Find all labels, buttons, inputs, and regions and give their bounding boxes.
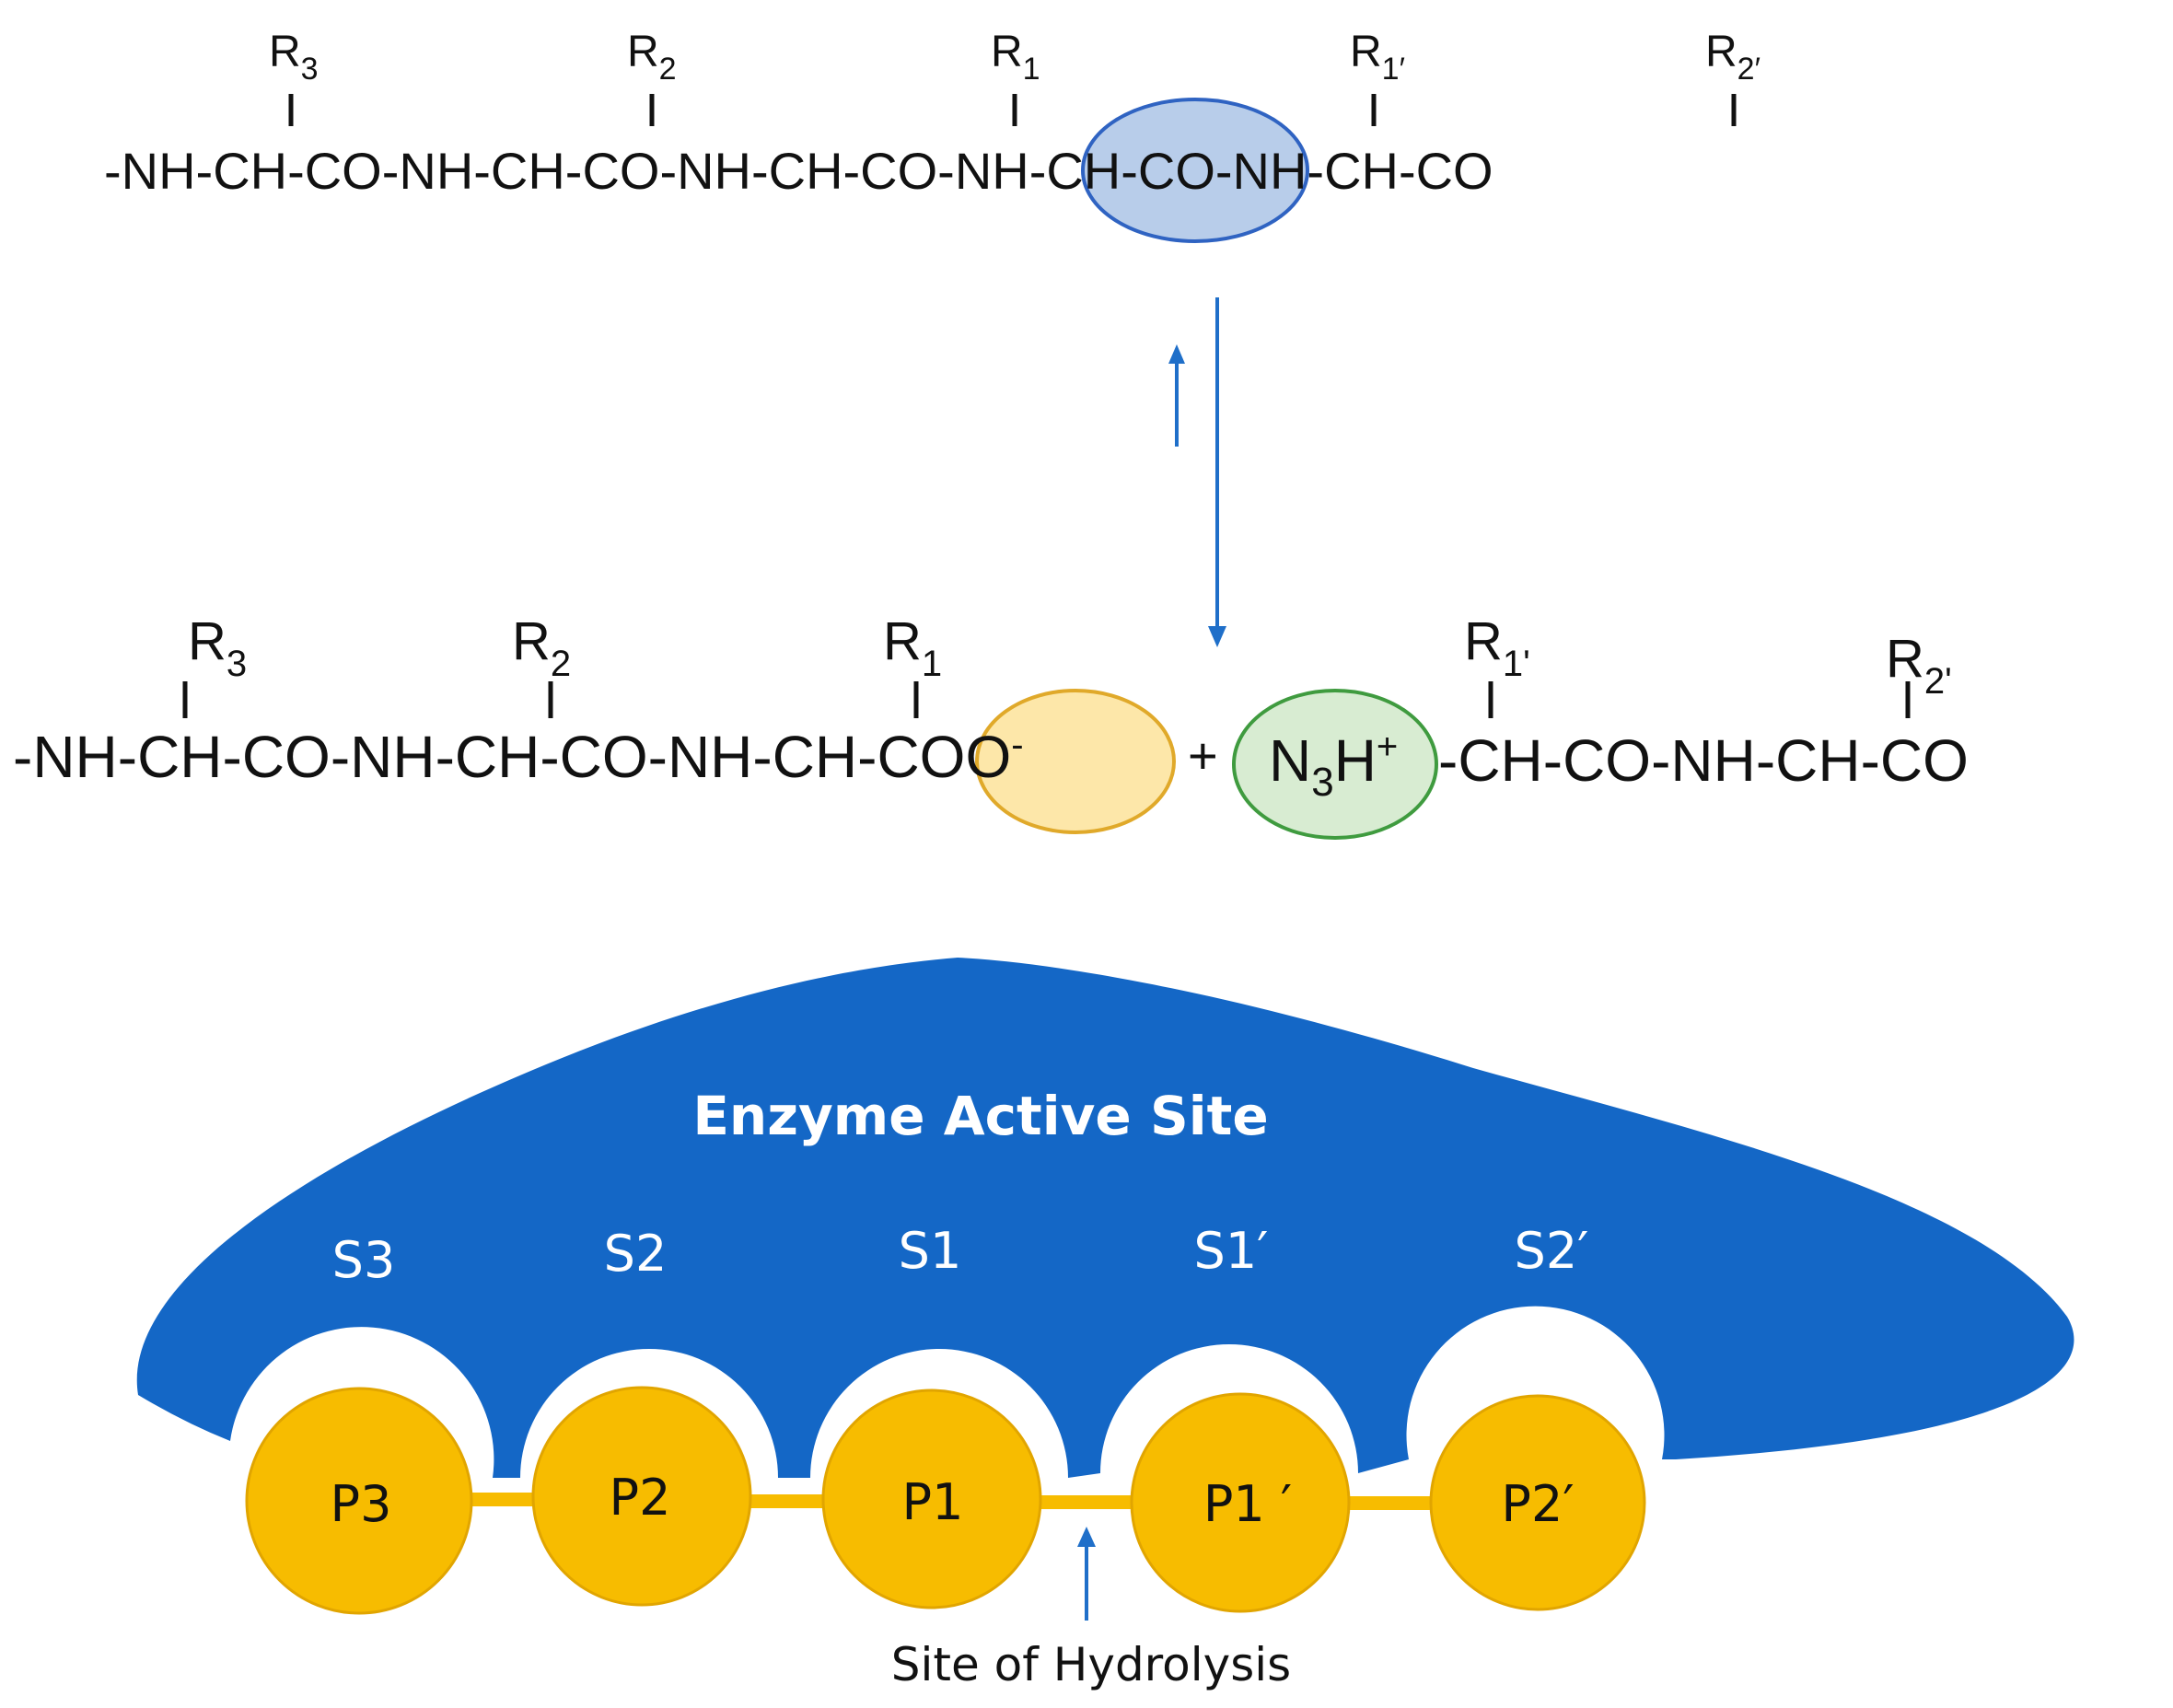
subsite-label-s2p: S2′ [1515, 1222, 1589, 1280]
product-left-chain: -NH-CH-CO-NH-CH-CO-NH-CH-COO- [13, 724, 1024, 790]
amine-highlight [1232, 689, 1438, 840]
forward-arrow [1208, 297, 1226, 647]
product-side-chain-r2: R2 [512, 611, 571, 684]
residue-p2 [531, 1386, 752, 1607]
residue-label-p2p: P2′ [1501, 1475, 1574, 1533]
substrate-side-chain-r3: R3 [269, 28, 319, 87]
product-side-chain-r3: R3 [188, 611, 247, 684]
substrate-chain: -NH-CH-CO-NH-CH-CO-NH-CH-CO-NH-CH-CO-NH-… [104, 142, 1493, 200]
equilibrium-arrows [1168, 297, 1226, 647]
residue-label-p2: P2 [610, 1469, 671, 1527]
subsite-label-s1p: S1′ [1194, 1222, 1269, 1280]
residue-label-p1: P1 [902, 1473, 964, 1531]
residue-label-p3: P3 [331, 1475, 392, 1533]
substrate-side-chain-r2p: R2′ [1705, 28, 1760, 87]
carboxylate-highlight [975, 689, 1176, 834]
subsite-label-s3: S3 [332, 1231, 396, 1289]
residue-label-p1p: P1 ′ [1203, 1475, 1292, 1533]
subsite-label-s2: S2 [604, 1225, 668, 1283]
substrate-side-chain-bonds [288, 94, 1737, 126]
hydrolysis-pointer [1077, 1527, 1096, 1621]
substrate-side-chain-r1p: R1′ [1350, 28, 1405, 87]
subsite-label-s1: S1 [899, 1222, 962, 1280]
cleaved-peptide-bond-highlight [1081, 98, 1309, 243]
substrate-row: -NH-CH-CO-NH-CH-CO-NH-CH-CO-NH-CH-CO-NH-… [104, 28, 1760, 243]
enzyme-active-site: Enzyme Active Site S3 S2 S1 S1′ S2′ P3 P… [136, 958, 2074, 1691]
subsite-labels: S3 S2 S1 S1′ S2′ [332, 1222, 1589, 1289]
product-side-chain-r2p: R2' [1886, 629, 1952, 702]
residue-p2p [1429, 1394, 1646, 1611]
product-side-chain-r1: R1 [883, 611, 942, 684]
reverse-arrow [1168, 344, 1185, 447]
hydrolysis-site-label: Site of Hydrolysis [891, 1638, 1291, 1691]
substrate-side-chain-r2: R2 [627, 28, 677, 87]
plus-sign: + [1188, 726, 1218, 784]
residue-p1 [821, 1388, 1042, 1609]
enzyme-title: Enzyme Active Site [692, 1085, 1268, 1147]
products-row: -NH-CH-CO-NH-CH-CO-NH-CH-COO- + N3H+ -CH… [13, 611, 1969, 840]
residue-p3 [245, 1387, 473, 1615]
enzyme-body [136, 958, 2074, 1478]
product-side-chain-r1p: R1' [1464, 611, 1530, 684]
residue-labels: P3 P2 P1 P1 ′ P2′ [331, 1469, 1575, 1533]
product-right-chain: -CH-CO-NH-CH-CO [1438, 727, 1969, 794]
residue-p1p [1130, 1392, 1351, 1613]
amine-group: N3H+ [1269, 726, 1398, 805]
substrate-side-chain-r1: R1 [991, 28, 1040, 87]
substrate-residues [245, 1386, 1646, 1615]
product-side-chain-bonds [182, 681, 1911, 718]
